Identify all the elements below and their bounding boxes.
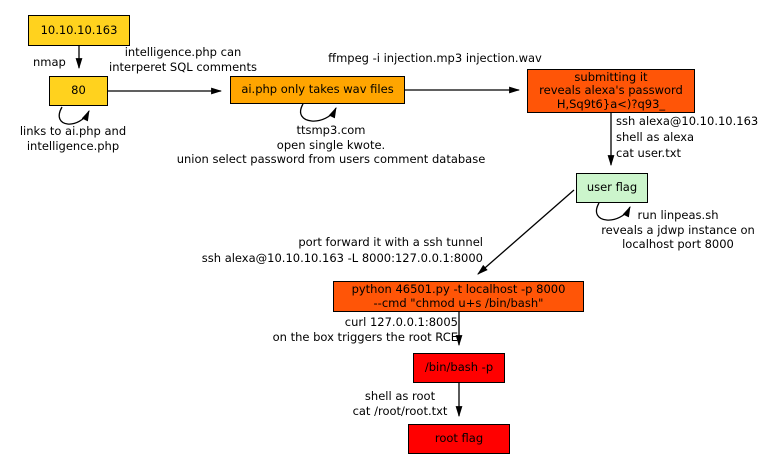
node-aiphp: ai.php only takes wav files (230, 76, 405, 104)
label-ffmpeg: ffmpeg -i injection.mp3 injection.wav (328, 51, 542, 65)
node-submitting-password: submitting it reveals alexa's password H… (527, 69, 695, 113)
label-sql-comments: intelligence.php can interperet SQL comm… (109, 45, 257, 74)
label-links-to: links to ai.php and intelligence.php (19, 124, 127, 153)
node-port-80-label: 80 (71, 83, 86, 98)
node-ip-label: 10.10.10.163 (40, 22, 118, 37)
node-user-flag: user flag (576, 173, 648, 203)
node-user-flag-label: user flag (586, 180, 638, 195)
label-ttsmp3: ttsmp3.com open single kwote. union sele… (176, 123, 486, 166)
node-root-flag: root flag (408, 424, 510, 454)
edge-userflag-to-python (477, 189, 575, 275)
node-ip-10-10-10-163: 10.10.10.163 (28, 15, 130, 46)
label-curl-rce: curl 127.0.0.1:8005 on the box triggers … (272, 315, 458, 344)
node-python-jdwp-exploit-text: python 46501.py -t localhost -p 8000 --c… (351, 282, 566, 310)
label-ssh-alexa: ssh alexa@10.10.10.163 shell as alexa ca… (616, 114, 759, 160)
node-aiphp-label: ai.php only takes wav files (241, 82, 394, 97)
selfloop-userflag (595, 202, 631, 221)
node-python-jdwp-exploit: python 46501.py -t localhost -p 8000 --c… (333, 281, 584, 312)
label-nmap: nmap (33, 55, 66, 69)
node-submitting-password-text: submitting it reveals alexa's password H… (539, 69, 683, 111)
node-root-flag-label: root flag (434, 431, 484, 446)
selfloop-aiphp (300, 103, 337, 122)
label-shell-as-root: shell as root cat /root/root.txt (352, 389, 448, 418)
label-linpeas: run linpeas.sh reveals a jdwp instance o… (601, 208, 755, 251)
selfloop-port80 (58, 106, 90, 125)
node-binbash-label: /bin/bash -p (424, 360, 494, 375)
node-port-80: 80 (49, 76, 108, 106)
node-binbash: /bin/bash -p (413, 353, 505, 383)
label-port-forward: port forward it with a ssh tunnel ssh al… (201, 235, 483, 265)
